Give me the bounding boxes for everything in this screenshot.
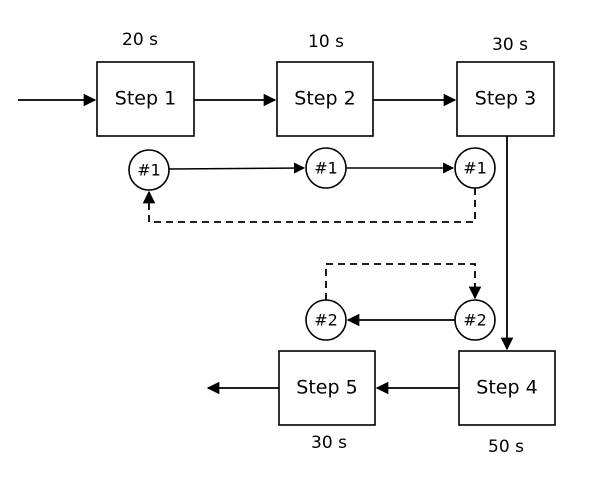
- step-1-label: Step 1: [115, 88, 176, 110]
- token1-return-dashed-arrow: [142, 188, 476, 223]
- step-1-node: Step 1: [96, 61, 195, 137]
- step-4-label: Step 4: [476, 377, 537, 399]
- step-5-time: 30 s: [311, 433, 347, 453]
- step-4-node: Step 4: [458, 350, 556, 426]
- step-1-time: 20 s: [122, 30, 158, 50]
- token-1-a: #1: [128, 149, 170, 191]
- token-1-b-label: #1: [314, 159, 338, 178]
- step-5-node: Step 5: [278, 350, 376, 426]
- token-1-c: #1: [454, 147, 496, 189]
- token1-a-to-b-arrow: [168, 162, 306, 174]
- token-2-b-label: #2: [463, 311, 487, 330]
- token-2-a-label: #2: [314, 311, 338, 330]
- token2-return-dashed-arrow: [325, 263, 482, 300]
- token-1-b: #1: [305, 147, 347, 189]
- step-2-time: 10 s: [308, 32, 344, 52]
- step-2-label: Step 2: [294, 88, 355, 110]
- step-3-node: Step 3: [456, 61, 555, 137]
- step-3-label: Step 3: [475, 88, 536, 110]
- step-3-time: 30 s: [492, 35, 528, 55]
- step-5-label: Step 5: [296, 377, 357, 399]
- token-2-b: #2: [454, 299, 496, 341]
- token-1-a-label: #1: [137, 161, 161, 180]
- token-2-a: #2: [305, 299, 347, 341]
- step-4-time: 50 s: [488, 437, 524, 457]
- token-1-c-label: #1: [463, 159, 487, 178]
- step-2-node: Step 2: [276, 61, 374, 137]
